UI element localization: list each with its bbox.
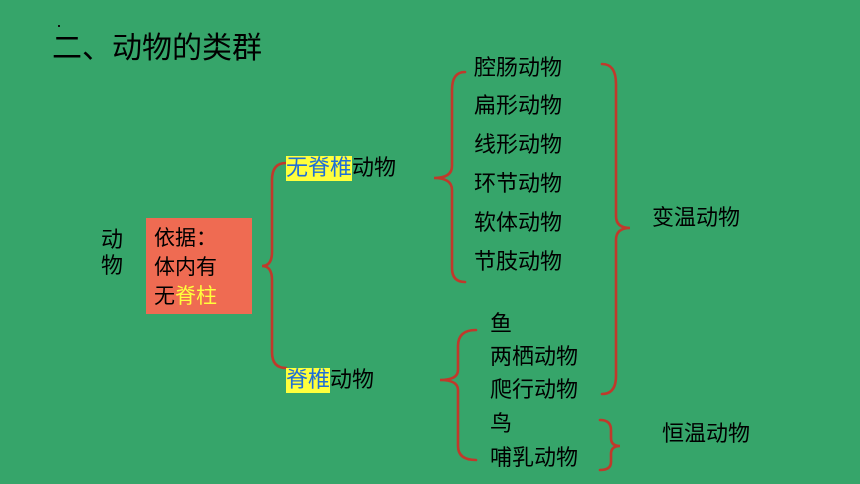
invertebrate-group: 腔肠动物: [474, 56, 563, 81]
invertebrate-highlight: 无脊椎: [286, 156, 353, 181]
vertebrate-group: 鸟: [490, 412, 513, 437]
constant-temp-brace: [598, 418, 621, 472]
vertebrate-label: 脊椎动物: [286, 368, 375, 393]
invertebrate-group: 线形动物: [474, 133, 563, 158]
basis-line-1: 依据：: [154, 226, 217, 250]
root-label: 动物: [100, 228, 123, 279]
constant-temp-label: 恒温动物: [662, 422, 751, 447]
variable-temp-label: 变温动物: [652, 206, 741, 231]
vertebrate-group: 哺乳动物: [490, 446, 579, 471]
vertebrate-group: 两栖动物: [490, 345, 579, 370]
invertebrate-brace: [433, 70, 467, 284]
main-brace: [261, 161, 288, 370]
vertebrate-group: 鱼: [490, 312, 513, 337]
invertebrate-group: 软体动物: [474, 211, 563, 236]
invertebrate-label: 无脊椎动物: [286, 156, 397, 181]
basis-line-3: 无脊柱: [154, 282, 244, 311]
basis-box: 依据： 体内有 无脊柱: [146, 218, 252, 314]
vertebrate-brace: [439, 328, 478, 462]
decor-dot: [58, 25, 60, 27]
basis-line-3-highlight: 脊柱: [175, 284, 217, 308]
variable-temp-brace: [600, 62, 631, 396]
basis-line-2: 体内有: [154, 255, 217, 279]
vertebrate-group: 爬行动物: [490, 378, 579, 403]
vertebrate-highlight: 脊椎: [286, 368, 331, 393]
invertebrate-group: 扁形动物: [474, 94, 563, 119]
basis-line-3-plain: 无: [154, 284, 175, 308]
invertebrate-group: 节肢动物: [474, 250, 563, 275]
vertebrate-suffix: 动物: [330, 368, 375, 393]
slide-title: 二、动物的类群: [52, 31, 262, 66]
invertebrate-suffix: 动物: [352, 156, 397, 181]
invertebrate-group: 环节动物: [474, 172, 563, 197]
